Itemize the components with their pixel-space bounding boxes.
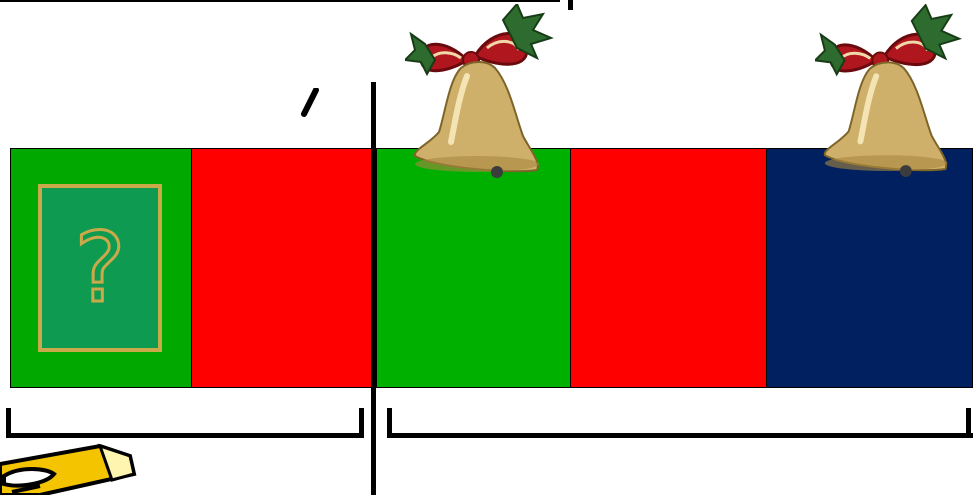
christmas-bell-icon	[405, 4, 565, 180]
left-bracket	[6, 408, 364, 438]
right-bracket-end	[966, 408, 971, 438]
right-bracket	[387, 408, 973, 438]
question-card[interactable]: ?	[38, 184, 162, 352]
tile-2	[191, 148, 376, 388]
top-line	[0, 0, 560, 2]
top-line-tick	[568, 0, 573, 10]
apostrophe-mark	[296, 88, 326, 118]
tile-5	[766, 148, 973, 388]
tile-3	[376, 148, 571, 388]
christmas-bell-icon	[815, 4, 973, 180]
question-mark-icon: ?	[75, 220, 126, 316]
vertical-divider	[371, 82, 376, 495]
pencil-icon[interactable]	[0, 440, 140, 495]
tile-4	[570, 148, 767, 388]
